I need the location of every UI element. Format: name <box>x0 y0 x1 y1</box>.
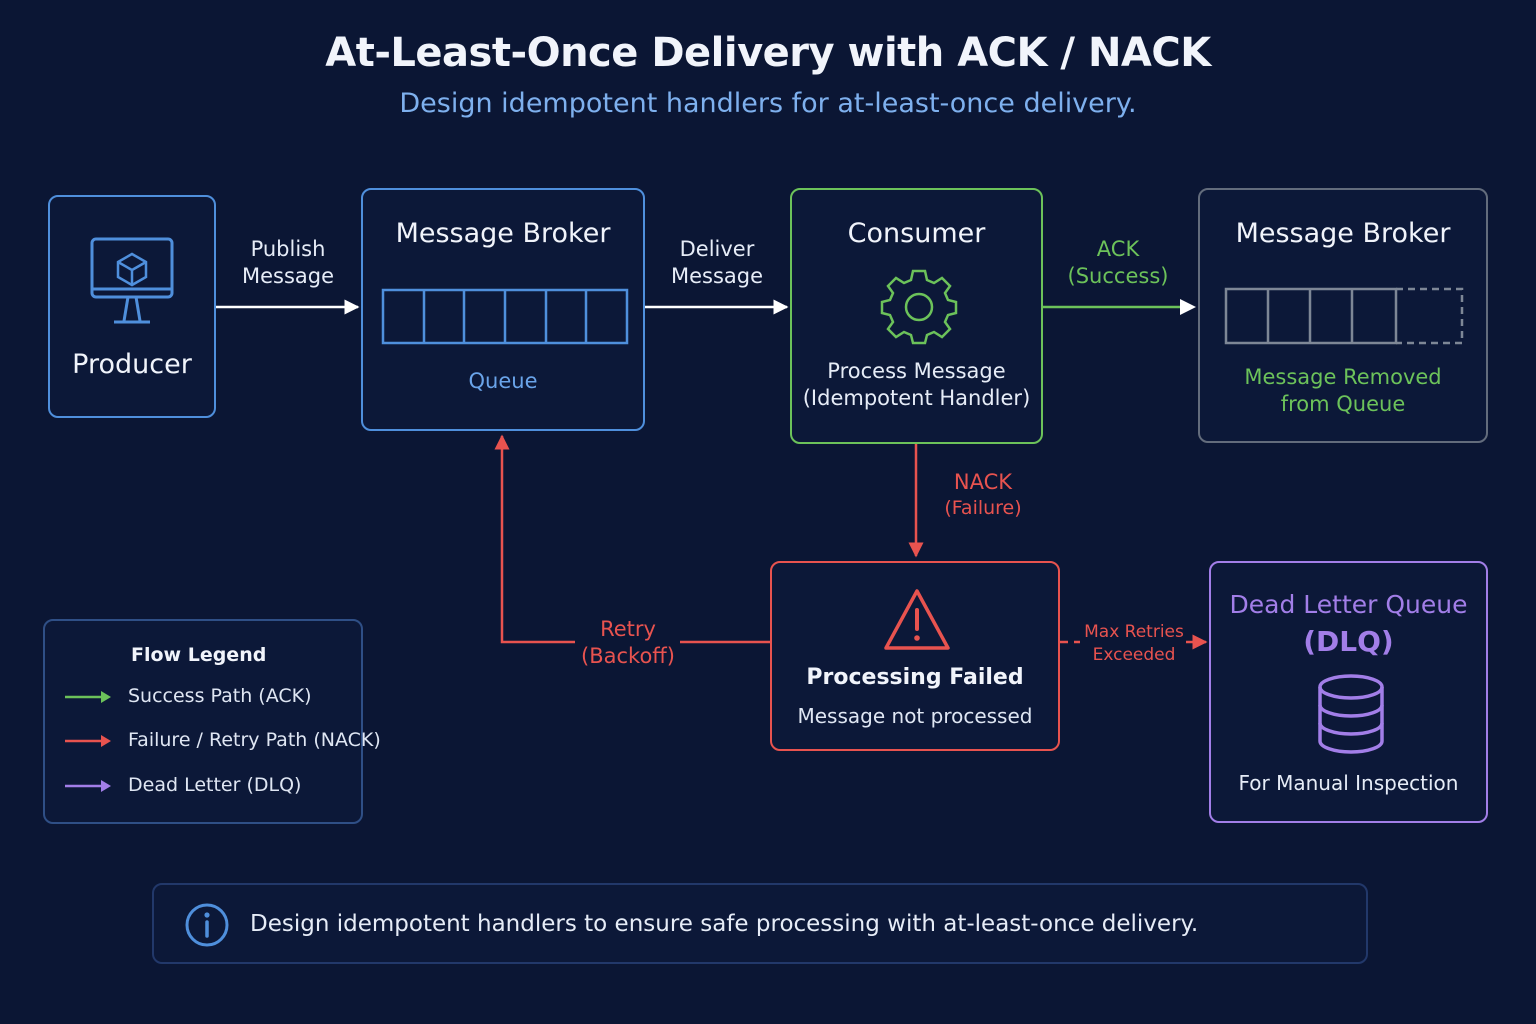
retry-arrow <box>502 436 770 644</box>
failed-node: Processing Failed Message not processed <box>770 561 1060 751</box>
legend-label-failure: Failure / Retry Path (NACK) <box>128 729 381 751</box>
ack-arrowhead <box>1180 299 1196 315</box>
legend-swatch-dlq <box>65 780 111 792</box>
retry-label: Retry(Backoff) <box>581 617 675 669</box>
diagram-subtitle: Design idempotent handlers for at-least-… <box>399 88 1137 119</box>
dlq-node: Dead Letter Queue (DLQ) For Manual Inspe… <box>1209 561 1488 823</box>
producer-node: Producer <box>48 195 216 418</box>
dlq-caption: For Manual Inspection <box>1238 771 1459 795</box>
legend-title: Flow Legend <box>131 644 267 666</box>
ack-label: ACK(Success) <box>1067 237 1169 289</box>
legend-item-failure: Failure / Retry Path (NACK) <box>65 729 381 753</box>
diagram-title: At-Least-Once Delivery with ACK / NACK <box>325 30 1211 76</box>
info-text: Design idempotent handlers to ensure saf… <box>250 911 1199 937</box>
database-icon <box>1318 674 1384 754</box>
legend-item-dlq: Dead Letter (DLQ) <box>65 774 365 798</box>
legend-swatch-failure <box>65 735 111 747</box>
queue-label: Queue <box>468 369 538 393</box>
broker-node: Message Broker Queue <box>361 188 645 431</box>
consumer-description: Process Message(Idempotent Handler) <box>802 359 1031 411</box>
queue-slots <box>381 288 629 345</box>
nack-label: NACK(Failure) <box>944 470 1022 520</box>
legend-item-success: Success Path (ACK) <box>65 685 365 709</box>
info-icon <box>185 903 229 947</box>
legend-swatch-success <box>65 691 111 703</box>
broker-after-title: Message Broker <box>1235 218 1451 249</box>
failed-title: Processing Failed <box>806 665 1024 690</box>
monitor-cube-icon <box>90 237 174 324</box>
failed-subtitle: Message not processed <box>797 704 1033 728</box>
consumer-node: Consumer Process Message(Idempotent Hand… <box>790 188 1043 444</box>
flow-legend: Flow Legend Success Path (ACK) Failure /… <box>43 619 381 824</box>
queue-slots-removed <box>1224 287 1464 345</box>
producer-label: Producer <box>72 349 192 380</box>
gear-icon <box>880 269 958 345</box>
consumer-title: Consumer <box>847 218 986 249</box>
info-bar: Design idempotent handlers to ensure saf… <box>152 883 1368 964</box>
dlq-title: Dead Letter Queue (DLQ) <box>1229 590 1468 658</box>
broker-title: Message Broker <box>395 218 611 249</box>
warning-icon <box>884 589 950 650</box>
legend-label-dlq: Dead Letter (DLQ) <box>128 774 302 796</box>
legend-label-success: Success Path (ACK) <box>128 685 312 707</box>
